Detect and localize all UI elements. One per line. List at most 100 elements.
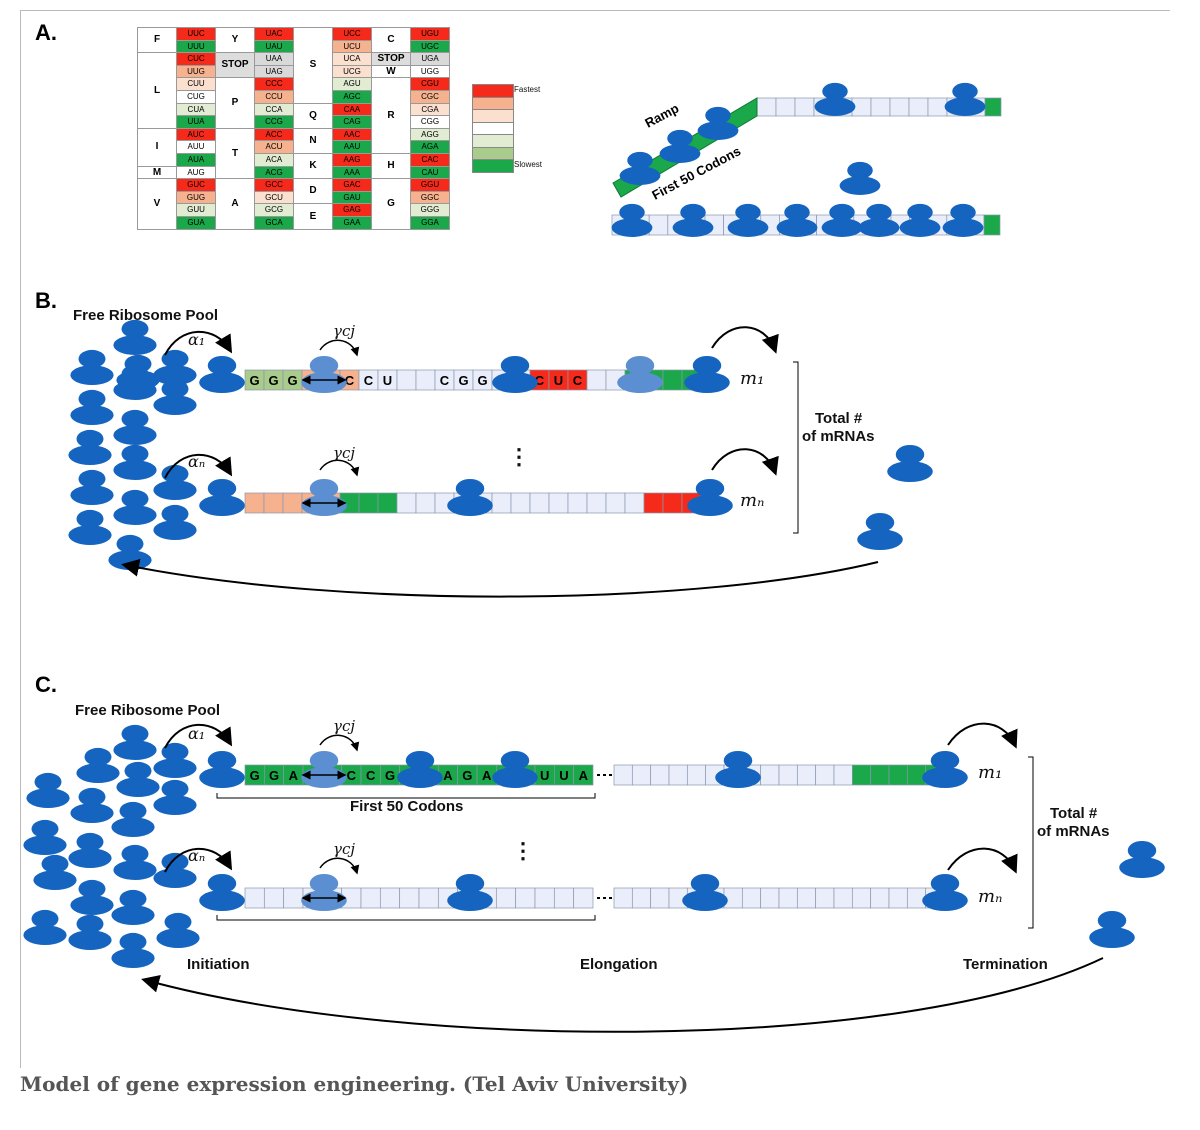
codon-letter: U [383,373,392,388]
ribosome [153,379,197,415]
initiation-arrow-bn [164,453,233,479]
amino-acid-cell: P [215,77,255,129]
ribosome [715,750,761,788]
ribosome [942,203,984,237]
amino-acid-cell: I [137,127,177,167]
ribosome [33,854,77,890]
ribosome [70,469,114,505]
ribosome [611,203,653,237]
ribosome [113,409,157,445]
codon-letter: U [559,768,568,783]
ribosome [617,355,663,393]
ribosome [113,844,157,880]
codon-cell: CUU [176,77,216,91]
codon-letter: C [440,373,450,388]
codon-cell [534,887,555,909]
codon-cell [613,887,633,909]
codon-cell [631,887,652,909]
amino-acid-cell: L [137,52,177,129]
initiation-arrow-cn [164,847,233,873]
ribosome [70,349,114,385]
ribosome [397,750,443,788]
ribosome [113,489,157,525]
elongation-arrow-bn [319,459,360,477]
codon-cell: GUU [176,203,216,217]
ribosome [821,203,863,237]
codon-letter: U [554,373,563,388]
ribosome [108,534,152,570]
ribosome [492,355,538,393]
codon-cell [650,887,670,909]
codon-cell [605,492,626,514]
codon-cell [870,97,891,117]
ribosome [153,349,197,385]
codon-cell: GCA [254,215,294,230]
ribosome [687,478,733,516]
amino-acid-cell: STOP [215,52,255,79]
codon-cell [778,887,798,909]
codon-cell [815,764,835,786]
amino-acid-cell: V [137,178,177,230]
codon-cell: UGC [410,39,450,54]
codon-cell: AAA [332,165,372,180]
codon-cell: ACU [254,140,294,154]
codon-cell [548,492,569,514]
total-mrna-bracket-b [793,361,799,534]
codon-letter: C [535,373,545,388]
codon-cell [515,887,536,909]
codon-cell [529,492,550,514]
stop-codon-cell [984,97,1002,117]
ribosome [70,389,114,425]
codon-cell: GUC [176,178,216,192]
codon-cell: UAC [254,27,294,41]
codon-letter: G [269,768,279,783]
ribosome [858,203,900,237]
codon-cell [662,492,683,514]
ribosome [887,444,933,482]
ribosome [659,129,701,163]
amino-acid-cell: H [371,152,411,180]
codon-cell: AGC [332,89,372,104]
vdots-b: ⋮ [508,444,530,469]
codon-cell [377,492,398,514]
codon-cell [741,887,762,909]
codon-cell: AAC [332,127,372,142]
ribosome [113,319,157,355]
codon-cell: AGG [410,127,450,142]
codon-cell: GUA [176,215,216,230]
total-label-b-line2: of mRNAs [802,428,875,445]
codon-cell: ACA [254,152,294,167]
codon-cell [283,887,304,909]
codon-cell [870,764,890,786]
codon-cell: UGA [410,52,450,66]
codon-cell: AUC [176,127,216,142]
codon-cell [586,492,607,514]
codon-letter: G [458,373,468,388]
ribosome [672,203,714,237]
codon-cell [244,887,265,909]
codon-cell [573,764,594,786]
ribosome [776,203,818,237]
amino-acid-cell: R [371,77,411,154]
first-50-bracket-c [216,793,596,799]
codon-cell [796,764,817,786]
codon-letter: C [345,373,355,388]
codon-cell [491,492,512,514]
ribosome [111,801,155,837]
total-label-c-line2: of mRNAs [1037,823,1110,840]
codon-cell: GGA [410,215,450,230]
codon-letter: G [477,373,487,388]
ribosome [899,203,941,237]
ribosome [922,750,968,788]
codon-cell [668,764,688,786]
codon-cell [418,887,439,909]
codon-cell [760,764,780,786]
codon-cell: CCG [254,115,294,129]
figure-frame [20,10,1170,1068]
ribosomes [23,82,1165,968]
codon-cell [613,764,633,786]
codon-letter: U [540,768,549,783]
codon-cell [870,887,890,909]
